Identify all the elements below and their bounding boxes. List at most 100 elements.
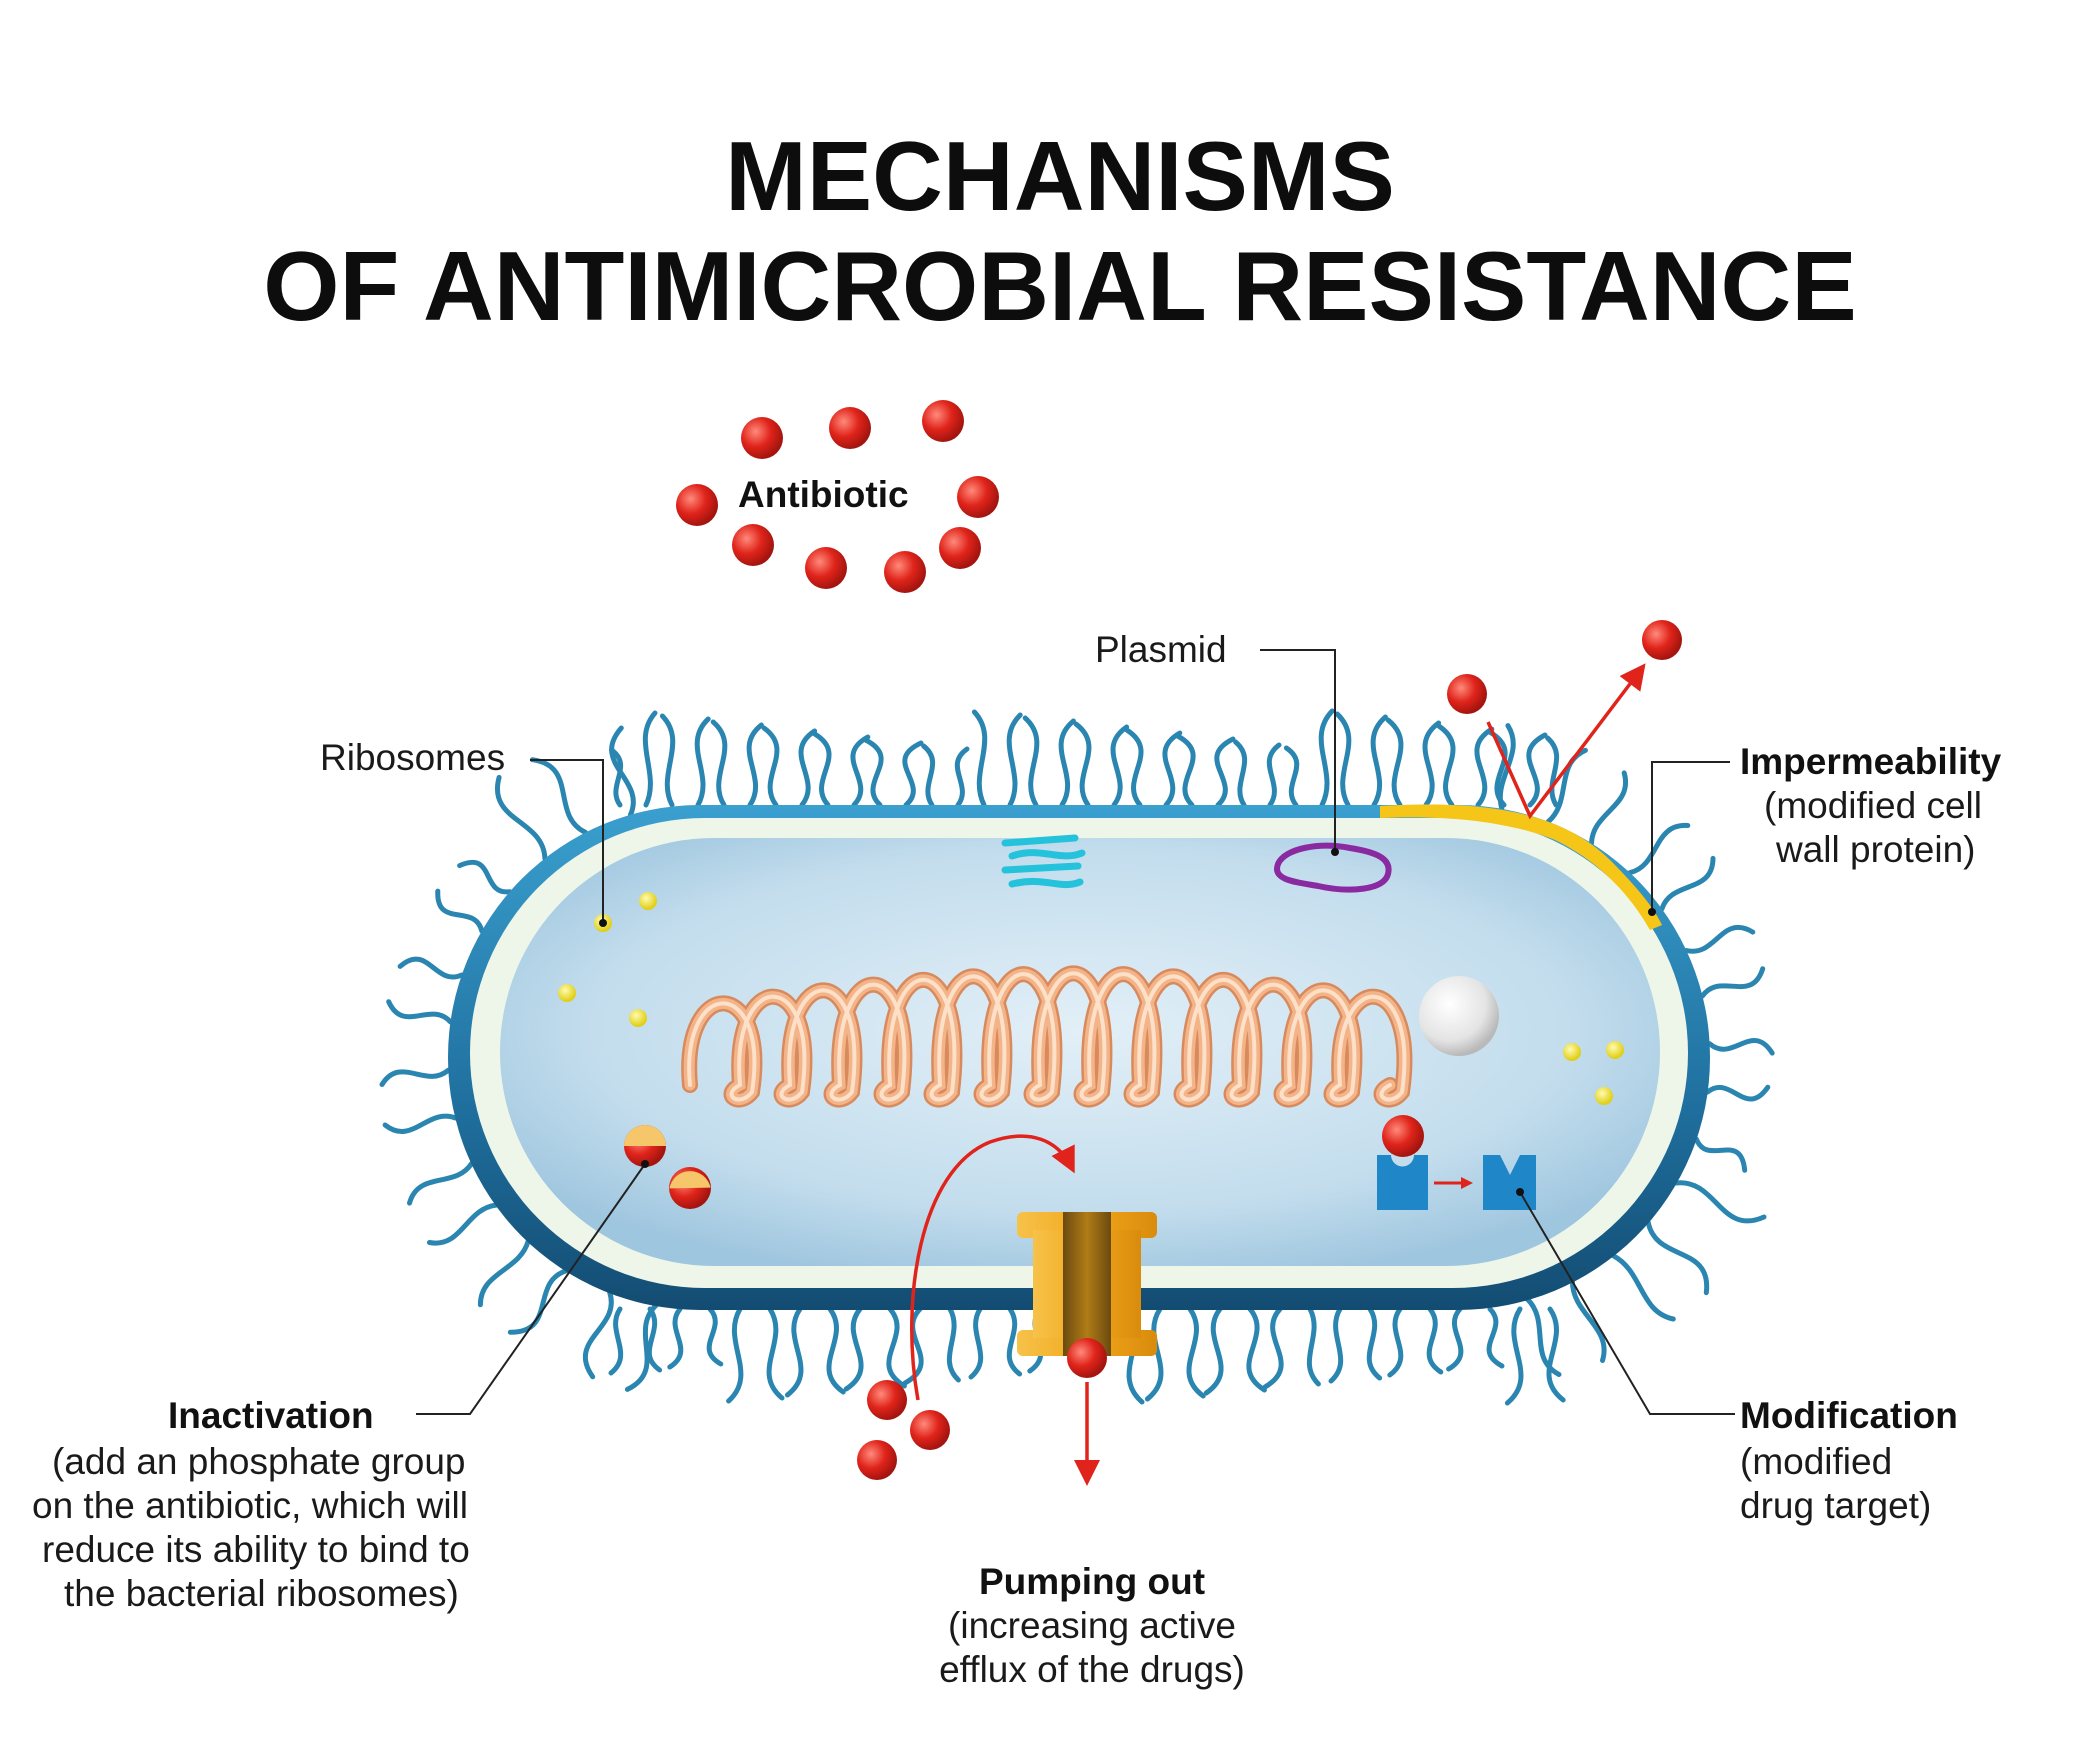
- pilus: [1436, 723, 1456, 808]
- impermeable-wall-patch: [1380, 804, 1662, 930]
- ribosomes-label: Ribosomes: [320, 737, 505, 778]
- pilus: [494, 774, 548, 861]
- pilus: [477, 1238, 531, 1308]
- pilus: [609, 725, 636, 818]
- title-line-1: MECHANISMS: [725, 121, 1395, 231]
- cytoplasm: [500, 838, 1660, 1266]
- leader-dots: [599, 848, 1656, 1196]
- pilus: [1318, 708, 1335, 808]
- pilus: [902, 740, 924, 808]
- antibiotic-molecule: [1642, 620, 1682, 660]
- pumping-out-heading: Pumping out: [979, 1561, 1205, 1602]
- pilus: [1366, 1306, 1383, 1381]
- pump-channel: [1063, 1212, 1111, 1356]
- pilus: [1214, 736, 1236, 808]
- pilus: [659, 713, 676, 808]
- pumping-out-callout: Pumping out (increasing active efflux of…: [939, 1561, 1245, 1690]
- pilus: [457, 859, 513, 895]
- pilus: [954, 746, 970, 808]
- ribosome: [1606, 1041, 1624, 1059]
- pilus: [397, 956, 465, 980]
- pilus: [667, 1306, 684, 1370]
- pilus: [1545, 735, 1560, 808]
- modification-heading: Modification: [1740, 1395, 1958, 1436]
- antibiotic-molecule: [1067, 1338, 1107, 1378]
- pilus: [624, 1302, 659, 1392]
- antibiotic-label: Antibiotic: [738, 474, 909, 515]
- leader-lines: [416, 649, 1735, 1415]
- pilus: [921, 743, 936, 808]
- modification-callout: Modification (modified drug target): [1740, 1395, 1958, 1526]
- pilus: [710, 719, 728, 808]
- pilus: [1525, 1296, 1562, 1377]
- pilus: [382, 1113, 458, 1134]
- antibiotic-molecule: [939, 527, 981, 569]
- plasmid-leader: [1260, 649, 1336, 852]
- pilus: [863, 737, 884, 808]
- pilus: [1283, 745, 1300, 808]
- pilus: [761, 725, 780, 808]
- pilus: [694, 716, 711, 808]
- pilus: [1306, 1306, 1321, 1387]
- pilus: [1006, 1306, 1023, 1377]
- pilus: [726, 1306, 744, 1404]
- pumping-out-line-1: (increasing active: [948, 1605, 1236, 1646]
- pilus: [1385, 717, 1404, 808]
- ribosome: [1563, 1043, 1581, 1061]
- bacterial-pili: [379, 708, 1775, 1406]
- inactivation-line-3: reduce its ability to bind to: [42, 1529, 470, 1570]
- phosphate-group-icon: [624, 1125, 666, 1146]
- pilus: [386, 999, 453, 1025]
- pilus: [1700, 966, 1766, 999]
- original-drug-target-icon: [1377, 1155, 1428, 1210]
- pilus: [1022, 715, 1040, 808]
- phosphate-group-icon: [669, 1171, 711, 1189]
- pilus: [746, 722, 764, 808]
- pilus: [1073, 721, 1092, 808]
- pilus: [1627, 822, 1691, 876]
- deflected-arrow: [1486, 663, 1646, 820]
- pilus: [1569, 1279, 1607, 1363]
- pilus: [1328, 1306, 1344, 1384]
- pilus: [1693, 1136, 1748, 1173]
- antibiotic-molecule: [805, 547, 847, 589]
- antibiotic-molecule: [857, 1440, 897, 1480]
- impermeability-leader: [1651, 761, 1730, 912]
- pilus: [1186, 1306, 1206, 1399]
- pilus: [1526, 732, 1548, 808]
- modification-line-1: (modified: [1740, 1441, 1892, 1482]
- pilus: [1486, 1306, 1505, 1369]
- pilus: [379, 1067, 451, 1087]
- pilus: [843, 1306, 864, 1392]
- pilus: [426, 1202, 499, 1246]
- pilus: [1124, 727, 1144, 808]
- pilus: [812, 731, 832, 808]
- cyan-organelle-icon: [1001, 834, 1086, 889]
- pilus: [1589, 770, 1629, 846]
- ribosomes-leader: [530, 759, 604, 923]
- pilus: [1058, 718, 1076, 808]
- inactivated-antibiotics: [624, 1125, 711, 1209]
- pumping-out-line-2: efflux of the drugs): [939, 1649, 1245, 1690]
- pilus: [1707, 1038, 1775, 1056]
- antibiotic-molecule: [829, 407, 871, 449]
- plasmid-icon: [1274, 842, 1392, 893]
- pilus: [507, 1268, 569, 1335]
- antibiotic-molecule: [1447, 674, 1487, 714]
- external-antibiotics: [857, 1380, 950, 1480]
- pilus: [529, 757, 589, 835]
- pilus: [1334, 711, 1352, 808]
- antibiotic-molecule: [1382, 1115, 1424, 1157]
- modification-line-2: drug target): [1740, 1485, 1931, 1526]
- pilus: [435, 888, 485, 934]
- ribosome: [629, 1009, 647, 1027]
- efflux-pump: [910, 1134, 1157, 1486]
- pilus: [946, 1306, 961, 1383]
- inactivation-line-4: the bacterial ribosomes): [64, 1573, 459, 1614]
- pilus: [1474, 726, 1495, 808]
- pilus: [1175, 733, 1196, 808]
- antibiotic-molecule: [732, 524, 774, 566]
- pilus: [646, 1306, 663, 1373]
- chromosomal-dna-coil: [681, 965, 1413, 1108]
- pilus: [1546, 1306, 1566, 1403]
